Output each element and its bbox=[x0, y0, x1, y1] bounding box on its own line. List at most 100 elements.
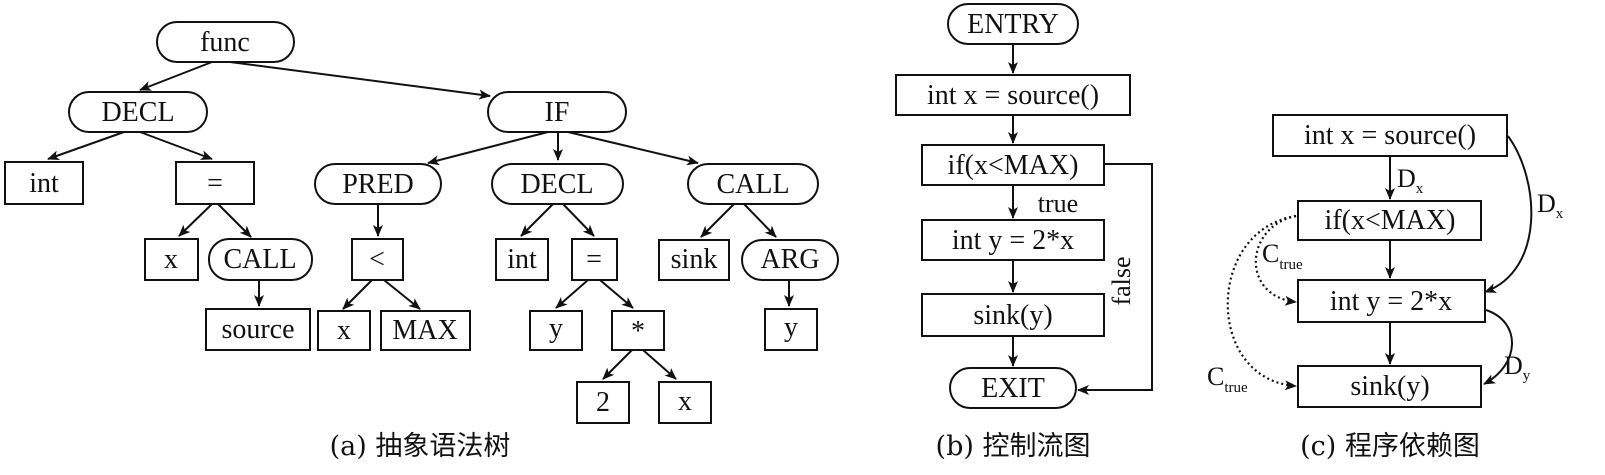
ast-edge bbox=[599, 279, 634, 309]
ast-node-label: IF bbox=[545, 97, 570, 128]
label-subscript: true bbox=[1224, 380, 1248, 396]
ast-node-label: int bbox=[507, 244, 537, 275]
label-subscript: x bbox=[1556, 206, 1564, 222]
ast-node-source: source bbox=[205, 308, 311, 351]
ast-node-lt: < bbox=[351, 238, 404, 281]
pdg-node-assign-stmt: int y = 2*x bbox=[1297, 279, 1486, 323]
ast-node-if: IF bbox=[487, 91, 627, 133]
ast-node-int: int bbox=[495, 238, 549, 281]
ast-node-label: y bbox=[784, 312, 798, 343]
pdg-dy-label: Dy bbox=[1504, 351, 1531, 384]
ast-edge bbox=[139, 131, 213, 160]
ast-node-label: CALL bbox=[716, 169, 789, 200]
ast-edge bbox=[427, 131, 549, 166]
ast-panel: func DECL IF int = x CALL source bbox=[4, 21, 839, 462]
ast-node-int: int bbox=[4, 161, 84, 205]
ast-edge bbox=[217, 203, 252, 238]
ast-node-label: func bbox=[200, 27, 250, 58]
ast-node-pred: PRED bbox=[314, 163, 442, 205]
pdg-node-if-stmt: if(x<MAX) bbox=[1297, 200, 1482, 241]
ast-node-label: * bbox=[631, 316, 645, 347]
ast-node-call: CALL bbox=[208, 238, 313, 281]
ast-node-assign: = bbox=[175, 161, 255, 205]
ast-edge bbox=[178, 203, 213, 237]
ast-node-label: = bbox=[586, 244, 602, 275]
ast-node-y: y bbox=[764, 308, 818, 351]
cfg-node-source-stmt: int x = source() bbox=[895, 74, 1131, 116]
ast-node-call: CALL bbox=[687, 163, 819, 205]
cfg-node-label: ENTRY bbox=[967, 9, 1059, 40]
pdg-dx-label: Dx bbox=[1397, 164, 1424, 197]
ast-edge bbox=[567, 131, 699, 166]
ast-edges bbox=[47, 61, 794, 380]
pdg-ctrue-label: Ctrue bbox=[1262, 239, 1303, 273]
ast-edge bbox=[743, 203, 777, 238]
cfg-node-exit: EXIT bbox=[949, 367, 1077, 409]
cfg-node-if-stmt: if(x<MAX) bbox=[921, 144, 1105, 186]
pdg-panel: int x = source() if(x<MAX) int y = 2*x s… bbox=[1207, 114, 1564, 462]
pdg-data-edge bbox=[1483, 309, 1513, 385]
cfg-node-label: int x = source() bbox=[927, 80, 1099, 111]
label-subscript: true bbox=[1279, 257, 1303, 273]
ast-caption: (a) 抽象语法树 bbox=[330, 431, 511, 462]
cfg-node-label: if(x<MAX) bbox=[948, 150, 1079, 181]
cfg-node-sink-stmt: sink(y) bbox=[921, 293, 1105, 337]
ast-node-decl: DECL bbox=[68, 91, 208, 133]
ast-node-label: sink bbox=[671, 244, 718, 275]
ast-edge bbox=[139, 61, 213, 91]
ast-node-label: = bbox=[207, 168, 223, 199]
label-main: D bbox=[1504, 351, 1523, 380]
pdg-node-label: sink(y) bbox=[1350, 371, 1429, 402]
ast-node-label: DECL bbox=[101, 97, 174, 128]
ast-node-max: MAX bbox=[380, 310, 471, 351]
cfg-node-entry: ENTRY bbox=[947, 3, 1079, 45]
ast-edge bbox=[383, 279, 421, 310]
pdg-control-dotted-edge bbox=[1254, 214, 1297, 306]
ast-node-label: MAX bbox=[392, 315, 457, 346]
ast-edge bbox=[700, 203, 735, 238]
ast-node-label: x bbox=[678, 386, 692, 417]
pdg-dx-label: Dx bbox=[1537, 189, 1564, 222]
ast-node-decl: DECL bbox=[491, 163, 624, 205]
ast-node-label: PRED bbox=[342, 169, 414, 200]
ast-node-label: ARG bbox=[760, 244, 819, 275]
ast-node-label: < bbox=[369, 244, 385, 275]
pdg-control-dotted-edge bbox=[1226, 214, 1297, 391]
ast-edge bbox=[642, 349, 677, 380]
cfg-false-edge bbox=[1077, 163, 1153, 395]
ast-node-label: 2 bbox=[596, 387, 610, 418]
ast-node-x: x bbox=[658, 381, 712, 424]
pdg-node-sink-stmt: sink(y) bbox=[1297, 365, 1482, 408]
ast-edge bbox=[602, 349, 633, 380]
pdg-node-label: if(x<MAX) bbox=[1325, 205, 1456, 236]
ast-node-y: y bbox=[529, 310, 583, 351]
cfg-node-label: EXIT bbox=[981, 373, 1045, 404]
ast-node-label: DECL bbox=[520, 169, 593, 200]
pdg-edges bbox=[1226, 135, 1533, 391]
ast-edge bbox=[555, 279, 589, 309]
label-main: C bbox=[1207, 362, 1224, 391]
cfg-panel: ENTRY int x = source() if(x<MAX) int y =… bbox=[895, 3, 1153, 462]
ast-node-x: x bbox=[144, 238, 199, 281]
ast-node-label: int bbox=[29, 168, 59, 199]
ast-node-multiply: * bbox=[611, 310, 665, 351]
ast-edge bbox=[520, 203, 554, 237]
ast-node-label: x bbox=[337, 315, 351, 346]
cfg-false-label: false bbox=[1107, 256, 1136, 305]
ast-node-two: 2 bbox=[576, 381, 630, 424]
label-main: D bbox=[1537, 189, 1556, 218]
pdg-data-edge bbox=[1484, 135, 1533, 293]
pdg-caption: (c) 程序依赖图 bbox=[1300, 431, 1480, 462]
ast-node-label: CALL bbox=[223, 244, 296, 275]
pdg-node-label: int y = 2*x bbox=[1330, 286, 1452, 317]
ast-edge bbox=[562, 203, 595, 237]
cfg-true-label: true bbox=[1038, 189, 1078, 218]
cfg-caption: (b) 控制流图 bbox=[936, 431, 1091, 462]
pdg-node-source-stmt: int x = source() bbox=[1272, 114, 1508, 157]
ast-node-x: x bbox=[317, 310, 371, 351]
ast-node-func: func bbox=[156, 21, 295, 63]
ast-node-assign: = bbox=[571, 238, 618, 281]
label-subscript: y bbox=[1523, 368, 1531, 384]
cfg-node-assign-stmt: int y = 2*x bbox=[921, 219, 1105, 261]
